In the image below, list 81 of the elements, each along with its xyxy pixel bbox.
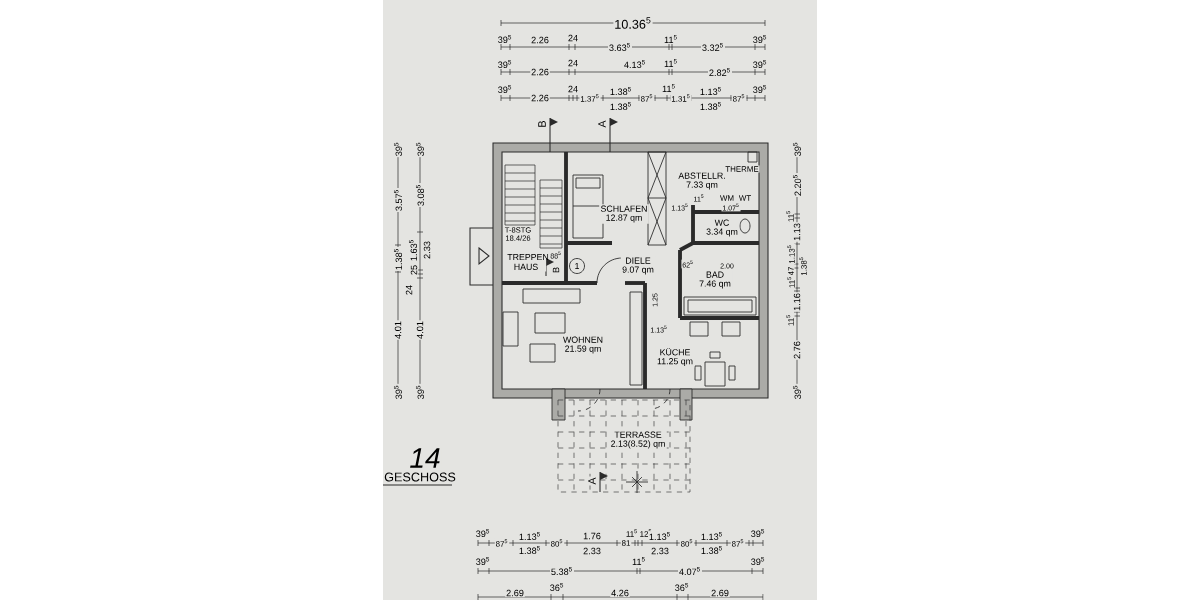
dimension-label: 2.76	[792, 340, 802, 360]
dimension-label: 39$^{5}$	[496, 34, 514, 44]
dimension-label: 1.76	[582, 531, 602, 541]
room-label: ABSTELLR. 7.33 qm	[676, 171, 728, 191]
dimension-label: 2.33	[650, 546, 670, 556]
dimension-label: 39$^{5}$	[474, 528, 492, 538]
dimension-label: 3.08$^{5}$	[415, 183, 425, 207]
dimension-label: 39$^{5}$	[751, 59, 769, 69]
dimension-label: 3.63$^{5}$	[608, 42, 632, 52]
dimension-label: 2.20$^{5}$	[792, 173, 802, 197]
dimension-label: 24	[404, 284, 414, 296]
dimension-label: 24	[567, 33, 579, 43]
dimension-label: 2.33	[582, 546, 602, 556]
dimension-label: 25	[409, 264, 419, 276]
dimension-label: 4.07$^{5}$	[678, 566, 702, 576]
dimension-label: 1.16	[792, 292, 802, 312]
dimension-label: 1.13$^{5}$	[700, 531, 724, 541]
dimension-label: 1.63$^{5}$	[408, 238, 418, 262]
dimension-label: 11$^{5}$	[663, 34, 679, 44]
dimension-label: 2.26	[530, 35, 550, 45]
dimension-label: 4.01	[415, 320, 425, 340]
room-label: WOHNEN 21.59 qm	[561, 335, 605, 355]
node-label: 12.87 qm	[606, 214, 642, 223]
dimension-label: 11$^{5}$	[631, 556, 647, 566]
node-label: SCHLAFEN	[600, 205, 647, 212]
dimension-label: 10.36$^{5}$	[613, 16, 653, 30]
dimension-label: 39$^{5}$	[474, 556, 492, 566]
dimension-label: 2.82$^{5}$	[708, 67, 732, 77]
section-letter: A	[597, 119, 607, 129]
dimension-label: 4.13$^{5}$	[623, 59, 647, 69]
dimension-label: 39$^{5}$	[393, 383, 403, 401]
room-label: BAD 7.46 qm	[697, 270, 733, 290]
dimension-label: 39$^{5}$	[751, 84, 769, 94]
dimension-label: 39$^{5}$	[415, 140, 425, 158]
dimension-label: 2.33	[422, 240, 432, 260]
dimension-label: 24	[567, 84, 579, 94]
section-letter: B	[552, 266, 561, 274]
room-label: SCHLAFEN 12.87 qm	[599, 204, 649, 224]
room-label: TERRASSE 2.13(8.52) qm	[609, 430, 667, 450]
dimension-label: 1.38$^{5}$	[609, 101, 633, 111]
dimension-label: 39$^{5}$	[393, 140, 403, 158]
dimension-label: 4.01	[393, 320, 403, 340]
dimension-label: 39$^{5}$	[496, 59, 514, 69]
node-label: 2.13(8.52) qm	[611, 440, 665, 449]
floor-title: GESCHOSS	[382, 471, 457, 486]
dimension-label: 2.26	[530, 67, 550, 77]
dimension-label: 11$^{5}$	[663, 58, 679, 68]
dimension-label: 39$^{5}$	[792, 140, 802, 158]
dimension-label: 1.38$^{5}$	[699, 101, 723, 111]
dimension-label: 3.57$^{5}$	[393, 188, 403, 212]
dimension-label: 1.38$^{5}$	[609, 86, 633, 96]
dimension-label: 36$^{5}$	[548, 582, 566, 592]
dimension-label: 1.13$^{5}$	[699, 86, 723, 96]
dimension-label: 39$^{5}$	[749, 528, 767, 538]
dimension-label: 1.13	[792, 222, 802, 242]
dimension-label: 1.38$^{5}$	[393, 247, 403, 271]
dimension-label: 39$^{5}$	[751, 34, 769, 44]
dimension-label: 24	[567, 58, 579, 68]
dimension-label: 1.38$^{5}$	[518, 545, 542, 555]
sheet-number: 14	[408, 447, 442, 469]
dimension-label: 39$^{5}$	[749, 556, 767, 566]
dimension-label: 5.38$^{5}$	[550, 566, 574, 576]
dimension-label: 1.13$^{5}$	[648, 531, 672, 541]
dimension-label: 11$^{5}$	[661, 83, 677, 93]
dimension-label: 39$^{5}$	[496, 84, 514, 94]
dimension-label: 39$^{5}$	[792, 383, 802, 401]
door-number: 1	[569, 258, 585, 274]
room-label: WC 3.34 qm	[704, 218, 740, 238]
dimension-label: 2.69	[710, 588, 730, 598]
node-label: TERRASSE	[614, 431, 662, 438]
dimension-label: 1.38$^{5}$	[700, 545, 724, 555]
dimension-label: 39$^{5}$	[415, 383, 425, 401]
dimension-label: 3.32$^{5}$	[701, 42, 725, 52]
dimension-label: 2.26	[530, 93, 550, 103]
dimension-label: 36$^{5}$	[673, 582, 691, 592]
dimension-label: 2.69	[505, 588, 525, 598]
room-label: DIELE 9.07 qm	[620, 256, 656, 276]
section-letter: B	[537, 119, 547, 129]
dimension-label: 4.26	[610, 588, 630, 598]
section-letter: A	[587, 476, 597, 486]
dimension-label: 1.13$^{5}$	[518, 531, 542, 541]
